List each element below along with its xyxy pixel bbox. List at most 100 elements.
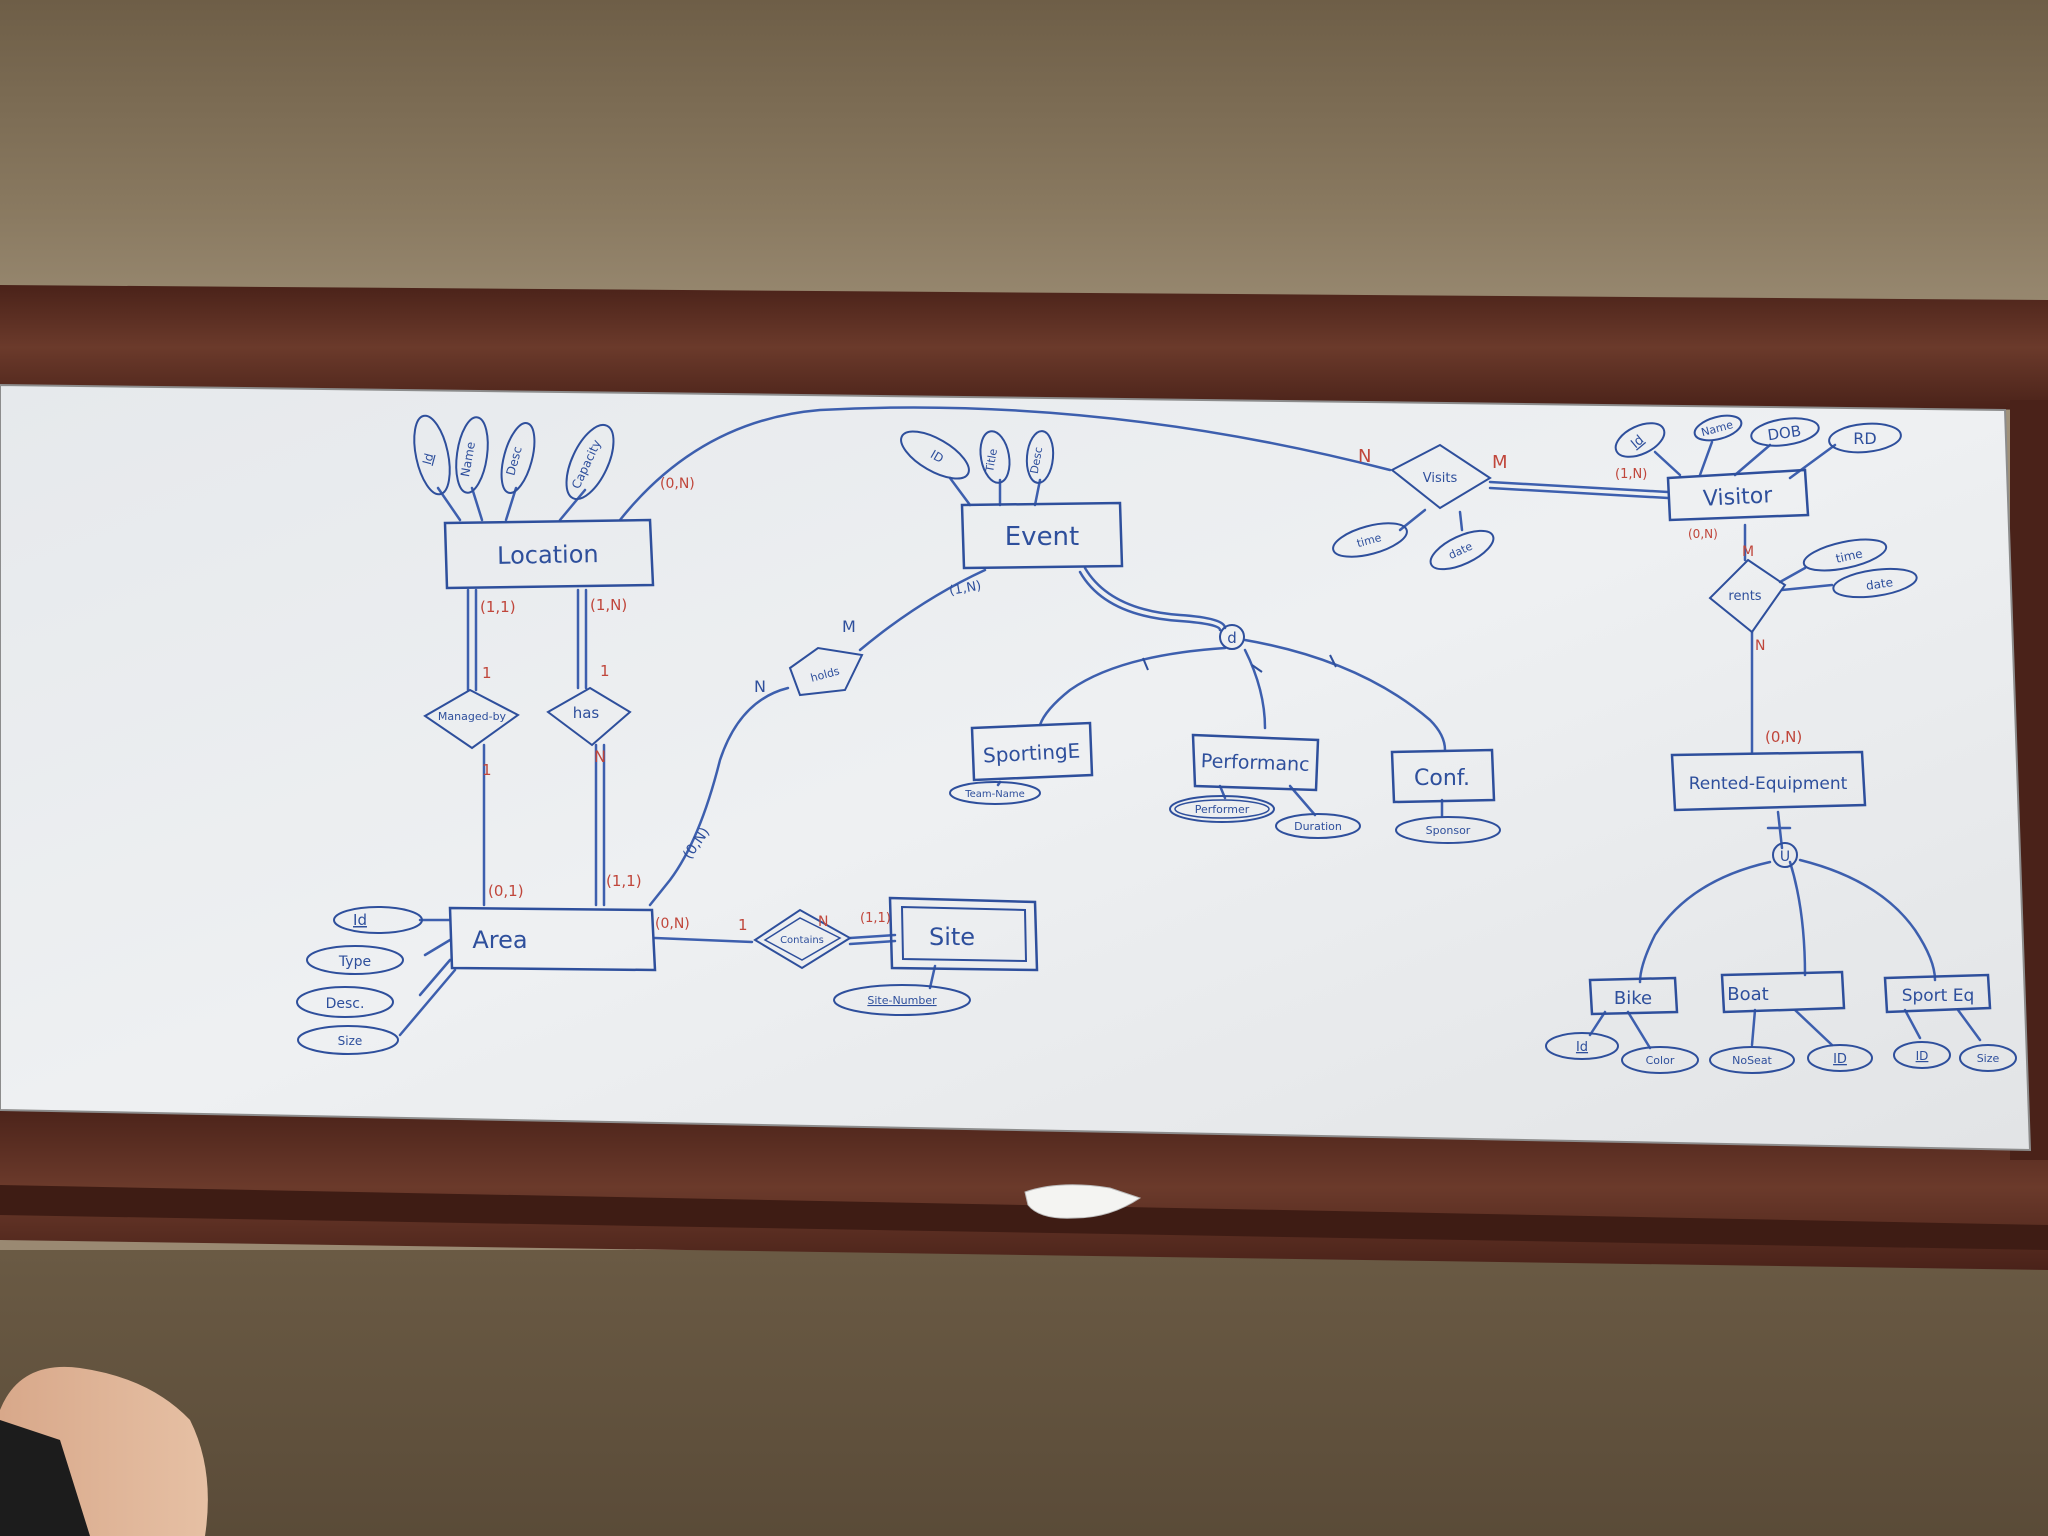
line-bike-id [1588,1010,1607,1037]
entity-location-box [443,518,655,590]
card-contains-n: N [818,914,828,930]
card-area-has: (1,1) [606,872,642,890]
chalk-tray [0,1185,2048,1250]
card-location-visits: (0,N) [660,476,695,492]
line-visitor-attr-rd [1788,443,1837,480]
specialization-equipment: U [1772,842,1798,868]
entity-location-label: Location [497,540,599,570]
entity-equipment-box [1670,750,1867,812]
specialization-u-label: U [1780,849,1790,865]
line-event-holds [858,568,987,652]
entity-conference-label: Conf. [1414,766,1470,791]
entity-area-box [448,906,657,972]
entity-conference: Conf. Sponsor [1390,748,1501,844]
entity-sport-equipment-label: Sport Eq [1902,986,1975,1006]
attr-boat-noseat-oval [1709,1046,1795,1074]
attr-visits-time: time [1355,531,1383,550]
attr-event-desc-oval [1025,430,1055,484]
card-location-has: (1,N) [590,596,627,614]
card-holds-n: N [754,677,766,696]
attr-event-title-oval [979,430,1011,484]
line-d-performance [1243,648,1267,730]
relationship-rents: rents time date [1708,538,1918,634]
entity-sport-equipment: Sport Eq ID Size [1883,973,2017,1072]
camera-edge [0,1420,90,1536]
relationship-contains-diamond-inner [763,917,842,961]
attr-duration: Duration [1294,820,1342,833]
attr-location-capacity-oval [565,423,615,501]
line-u-bike [1638,860,1772,984]
attr-bike-id-oval [1545,1032,1619,1060]
attr-rents-date-oval [1832,567,1918,599]
relationship-has: has [546,686,632,747]
attr-visitor-dob-oval [1750,417,1820,447]
connector-lines [398,406,1982,1050]
line-boat-id [1793,1008,1834,1047]
line-area-type [423,938,452,957]
entity-site-label: Site [929,923,975,951]
attr-sponsor-oval [1395,816,1501,844]
line-d-conf [1243,638,1447,752]
entity-boat-label: Boat [1727,984,1768,1005]
subset-mark-performance [1251,664,1263,673]
attr-area-size-oval [297,1025,399,1055]
line-loc-attr-capacity [558,488,587,522]
relationship-contains-diamond [753,908,852,970]
attr-rents-time: time [1834,546,1863,565]
attr-location-id: Id [420,452,436,466]
line-event-attr-desc [1033,478,1042,507]
attr-bike-color: Color [1646,1054,1675,1067]
entity-site-box-outer [888,896,1039,972]
card-location-managed: (1,1) [480,598,516,616]
line-visits-visitor [1488,480,1670,494]
line-holds-area [648,686,790,907]
line-location-visits [618,406,1392,522]
attr-visitor-id-oval [1614,422,1666,458]
line-area-size [398,968,457,1037]
line-bike-color [1626,1010,1652,1050]
attr-sport-size: Size [1977,1052,2000,1065]
attr-visitor-rd: RD [1853,429,1876,448]
attr-event-desc: Desc [1028,446,1045,475]
line-loc-attr-name [470,486,484,522]
line-contains-site [848,933,897,940]
entity-sport-equipment-box [1883,973,1992,1014]
card-event-holds: (1,N) [948,579,982,599]
card-visitor-visits: (1,N) [1615,467,1647,482]
entity-site: Site Site-Number [833,896,1039,1016]
relationship-holds-diamond [788,646,864,697]
attr-team-name-oval [949,781,1041,805]
line-area-desc [418,958,452,997]
relationship-visits-diamond [1390,443,1492,510]
entity-performance: Performanc Performer Duration [1169,733,1361,839]
card-holds-m: M [842,617,856,636]
attr-event-id-oval [900,430,970,480]
relationship-managed-by-diamond [423,688,520,750]
relationship-managed-by-label: Managed-by [438,710,507,723]
attr-location-name: Name [458,441,478,478]
entity-bike-label: Bike [1614,988,1652,1009]
line-rents-date [1780,583,1834,592]
entity-event-label: Event [1005,522,1079,552]
relationship-has-label: has [573,704,600,722]
card-visits-n: N [1358,446,1371,467]
relationship-contains-label: Contains [780,935,824,946]
attr-boat-id-oval [1807,1044,1873,1072]
attr-visits-time-oval [1332,522,1408,558]
line-event-d [1083,566,1227,630]
relationship-contains: Contains [753,908,852,970]
attr-area-desc: Desc. [326,996,365,1012]
line-u-sport [1798,858,1937,982]
attr-event-id: ID [928,447,946,466]
eraser [1024,1184,1142,1219]
line-contains-site-2 [848,939,897,946]
line-visitor-attr-name [1698,440,1714,477]
card-managed-one-bottom: 1 [482,761,492,779]
entity-sporting-event: SportingE Team-Name [949,721,1094,805]
specialization-event: d [1142,624,1337,673]
attr-area-id-oval [333,906,423,934]
entity-bike-box [1588,976,1679,1016]
card-area-managed: (0,1) [488,882,524,900]
card-site-contains: (1,1) [860,911,891,926]
